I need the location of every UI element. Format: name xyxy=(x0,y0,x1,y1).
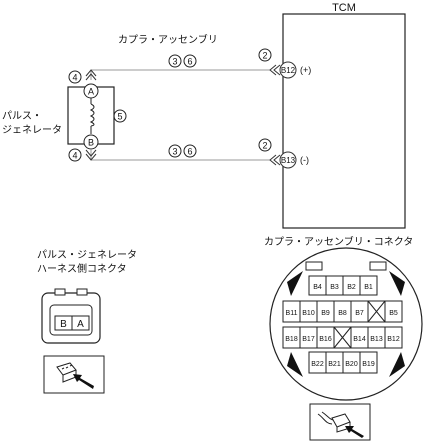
terminal-b12-label: B12 xyxy=(281,66,296,75)
marker-top-left: 4 xyxy=(68,70,82,84)
terminal-b12-polarity: (+) xyxy=(300,65,311,75)
cell-r3-2: B16 xyxy=(319,336,332,343)
cell-r1-1: B3 xyxy=(330,284,339,291)
cell-r2-1: B10 xyxy=(302,310,315,317)
assembly-label: カプラ・アッセンブリ xyxy=(118,33,218,46)
sensor-label-2: ジェネレータ xyxy=(2,124,62,136)
marker-bottom-right: 2 xyxy=(258,138,272,152)
cell-r4-1: B21 xyxy=(328,361,341,368)
harness-connector: B A xyxy=(41,288,101,344)
marker-top-mid: 3 6 xyxy=(168,54,197,68)
cell-r4-3: B19 xyxy=(362,361,375,368)
harness-connector-title-1: パルス・ジェネレータ xyxy=(37,249,137,261)
terminal-b13-label: B13 xyxy=(281,156,296,165)
svg-text:4: 4 xyxy=(72,151,77,161)
marker-bottom-left: 4 xyxy=(68,148,82,162)
svg-text:2: 2 xyxy=(262,141,267,151)
cell-r2-6: B5 xyxy=(389,310,398,317)
cell-r3-5: B13 xyxy=(370,336,383,343)
svg-text:5: 5 xyxy=(117,112,122,122)
harness-connector-title-2: ハーネス側コネクタ xyxy=(37,262,127,275)
cell-r3-0: B18 xyxy=(285,336,298,343)
cell-r1-0: B4 xyxy=(313,284,322,291)
cell-r4-2: B20 xyxy=(345,361,358,368)
marker-bottom-mid: 3 6 xyxy=(168,144,197,158)
svg-text:6: 6 xyxy=(187,57,192,67)
sensor-label-1: パルス・ xyxy=(2,110,42,122)
cell-r3-4: B14 xyxy=(353,336,366,343)
chevron-bottom-right-icon xyxy=(269,154,281,166)
cell-r2-4: B7 xyxy=(355,310,364,317)
cell-r4-0: B22 xyxy=(311,361,324,368)
terminal-b13-polarity: (-) xyxy=(300,155,309,165)
pin-b-circle xyxy=(83,134,99,150)
assembly-connector-title: カプラ・アッセンブリ・コネクタ xyxy=(264,235,413,248)
connector-insert-icon-right xyxy=(309,403,371,441)
svg-text:3: 3 xyxy=(172,57,177,67)
chevron-top-right-icon xyxy=(269,64,281,76)
cell-r3-6: B12 xyxy=(387,336,400,343)
pin-b-label: B xyxy=(88,138,94,148)
tcm-box xyxy=(282,13,406,229)
svg-text:3: 3 xyxy=(172,147,177,157)
coil-icon xyxy=(89,103,95,127)
cell-r2-3: B8 xyxy=(338,310,347,317)
pin-a-circle xyxy=(83,83,99,99)
terminal-b12 xyxy=(279,61,297,79)
assembly-connector: B4 B3 B2 B1 B11 B10 B9 B8 B7 B5 B18 B17 … xyxy=(269,247,423,401)
marker-top-right: 2 xyxy=(258,48,272,62)
cell-r1-3: B1 xyxy=(364,284,373,291)
chevron-bottom-left-icon xyxy=(85,149,97,161)
chevron-top-left-icon xyxy=(85,69,97,81)
cell-r2-2: B9 xyxy=(321,310,330,317)
svg-text:4: 4 xyxy=(72,73,77,83)
svg-text:2: 2 xyxy=(262,51,267,61)
tcm-title: TCM xyxy=(332,2,356,14)
terminal-b13 xyxy=(279,151,297,169)
marker-coil: 5 xyxy=(113,109,127,123)
harness-pin-b: B xyxy=(60,319,67,330)
svg-text:6: 6 xyxy=(187,147,192,157)
connector-insert-icon-left xyxy=(43,355,105,394)
pin-a-label: A xyxy=(88,87,94,97)
cell-r2-0: B11 xyxy=(286,310,298,317)
cell-r3-1: B17 xyxy=(302,336,315,343)
harness-pin-a: A xyxy=(77,319,84,330)
cell-r1-2: B2 xyxy=(347,284,356,291)
